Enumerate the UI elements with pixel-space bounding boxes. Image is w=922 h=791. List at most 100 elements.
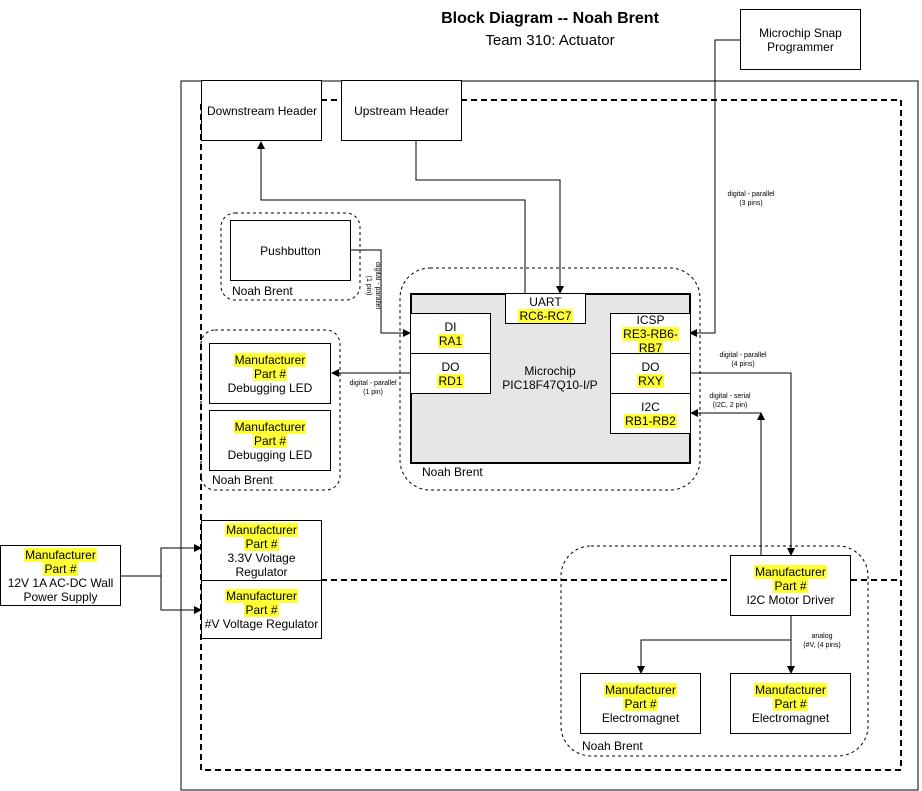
i2c-pins: RB1-RB2 [624, 413, 677, 428]
driver-group-label: Noah Brent [582, 739, 643, 753]
diagram-title: Block Diagram -- Noah Brent [441, 10, 659, 27]
i2c-driver-label: digital - serial (I2C, 2 pin) [697, 392, 763, 410]
rd1-led-label: digital - parallel (1 pin) [338, 379, 408, 397]
magnet2-part: Part # [773, 696, 808, 711]
do-left-pin-block: DO RD1 [410, 353, 491, 394]
wire-rxy-driver [691, 372, 795, 556]
led1-part: Part # [252, 366, 287, 381]
do-left-pin: RD1 [437, 373, 464, 388]
do-right-pin: RXY [637, 373, 664, 388]
led-block-1: Manufacturer Part # Debugging LED [209, 343, 331, 404]
icsp-pin-block: ICSP RE3-RB6- RB7 [610, 312, 691, 355]
rd1-led-type: digital - parallel [349, 380, 397, 387]
wire-button-di [350, 249, 411, 337]
di-pin-block: DI RA1 [410, 313, 491, 354]
i2c-label: I2C [641, 399, 660, 414]
wall-supply-block: Manufacturer Part # 12V 1A AC-DC Wall Po… [0, 545, 121, 606]
wire-uart-downstream [257, 141, 526, 293]
snap-programmer-label: Microchip Snap Programmer [759, 25, 842, 54]
pushbutton-group [220, 212, 361, 301]
reg33-part: Part # [244, 536, 279, 551]
pushbutton-group-label: Noah Brent [232, 284, 293, 298]
snap-icsp-label: digital - parallel (3 pins) [716, 190, 786, 208]
power-domain-boundary [200, 99, 902, 771]
regv-manufacturer: Manufacturer [225, 588, 298, 603]
rxy-driver-type: digital - parallel [719, 352, 767, 359]
regv-name: #V Voltage Regulator [204, 616, 319, 631]
driver-magnets-type: analog [811, 633, 833, 640]
rxy-driver-count: (4 pins) [731, 361, 755, 368]
led1-name: Debugging LED [227, 380, 313, 395]
wall-supply-part: Part # [43, 561, 78, 576]
board-outline [180, 80, 919, 791]
regulator-3v3-block: Manufacturer Part # 3.3V Voltage Regulat… [201, 520, 322, 581]
uart-pins: RC6-RC7 [518, 308, 573, 323]
icsp-pins-b: RB7 [637, 340, 664, 355]
led-group-label: Noah Brent [212, 473, 273, 487]
wall-supply-name: 12V 1A AC-DC Wall Power Supply [7, 575, 114, 604]
electromagnet-block-1: Manufacturer Part # Electromagnet [580, 673, 701, 734]
do-right-pin-block: DO RXY [610, 353, 691, 394]
led2-manufacturer: Manufacturer [233, 419, 307, 434]
magnet1-manufacturer: Manufacturer [604, 682, 677, 697]
button-di-type: digital - parallel [374, 262, 381, 310]
driver-magnets-count: (#V, (4 pins) [803, 642, 841, 649]
do-right-label: DO [641, 359, 660, 374]
driver-manufacturer: Manufacturer [754, 564, 827, 579]
snap-icsp-count: (3 pins) [739, 200, 763, 207]
i2c-driver-type: digital - serial [709, 393, 751, 400]
magnet2-name: Electromagnet [751, 710, 830, 725]
led2-part: Part # [252, 433, 287, 448]
di-pin: RA1 [437, 333, 464, 348]
icsp-pins-a: RE3-RB6- [622, 326, 679, 341]
mcu-part-number: PIC18F47Q10-I/P [502, 378, 598, 392]
button-di-count: (1 pin) [365, 275, 372, 296]
uart-label: UART [529, 294, 562, 309]
led-block-2: Manufacturer Part # Debugging LED [209, 410, 331, 471]
regv-part: Part # [244, 602, 279, 617]
i2c-pin-block: I2C RB1-RB2 [610, 393, 691, 434]
icsp-label: ICSP [636, 312, 665, 327]
button-di-label: digital - parallel (1 pin) [364, 262, 382, 309]
pushbutton-label: Pushbutton [260, 243, 321, 258]
driver-group [560, 545, 869, 757]
driver-part: Part # [773, 578, 808, 593]
led1-manufacturer: Manufacturer [233, 352, 307, 367]
wire-driver-magnet-left [637, 615, 792, 674]
driver-name: I2C Motor Driver [746, 592, 835, 607]
wall-supply-manufacturer: Manufacturer [24, 547, 97, 562]
downstream-header-label: Downstream Header [207, 104, 318, 118]
uart-pin-block: UART RC6-RC7 [505, 293, 586, 324]
do-left-label: DO [441, 359, 460, 374]
magnet1-name: Electromagnet [601, 710, 680, 725]
microcontroller-name: Microchip PIC18F47Q10-I/P [470, 364, 630, 392]
reg33-manufacturer: Manufacturer [225, 522, 298, 537]
mcu-group [399, 267, 701, 491]
reg33-name: 3.3V Voltage Regulator [227, 550, 296, 579]
motor-driver-block: Manufacturer Part # I2C Motor Driver [730, 555, 851, 616]
led-group [200, 329, 341, 491]
regulator-v-block: Manufacturer Part # #V Voltage Regulator [201, 581, 322, 639]
wire-supply-reg33 [121, 544, 202, 577]
diagram-subtitle: Team 310: Actuator [485, 32, 615, 49]
wire-supply-regv [160, 576, 202, 614]
upstream-header-block: Upstream Header [341, 80, 462, 141]
snap-icsp-type: digital - parallel [727, 191, 775, 198]
snap-programmer-block: Microchip Snap Programmer [740, 9, 861, 70]
rxy-driver-label: digital - parallel (4 pins) [708, 351, 778, 369]
mcu-group-label: Noah Brent [422, 465, 483, 479]
di-label: DI [444, 319, 457, 334]
downstream-header-block: Downstream Header [201, 80, 322, 141]
rd1-led-count: (1 pin) [363, 389, 383, 396]
driver-magnets-label: analog (#V, (4 pins) [792, 632, 852, 650]
electromagnet-block-2: Manufacturer Part # Electromagnet [730, 673, 851, 734]
wire-snap-icsp [689, 39, 740, 337]
led2-name: Debugging LED [227, 447, 313, 462]
i2c-driver-count: (I2C, 2 pin) [712, 402, 748, 409]
magnet2-manufacturer: Manufacturer [754, 682, 827, 697]
wire-upstream-uart [415, 140, 564, 294]
pushbutton-block: Pushbutton [230, 220, 351, 281]
mcu-vendor: Microchip [524, 364, 576, 378]
magnet1-part: Part # [623, 696, 658, 711]
